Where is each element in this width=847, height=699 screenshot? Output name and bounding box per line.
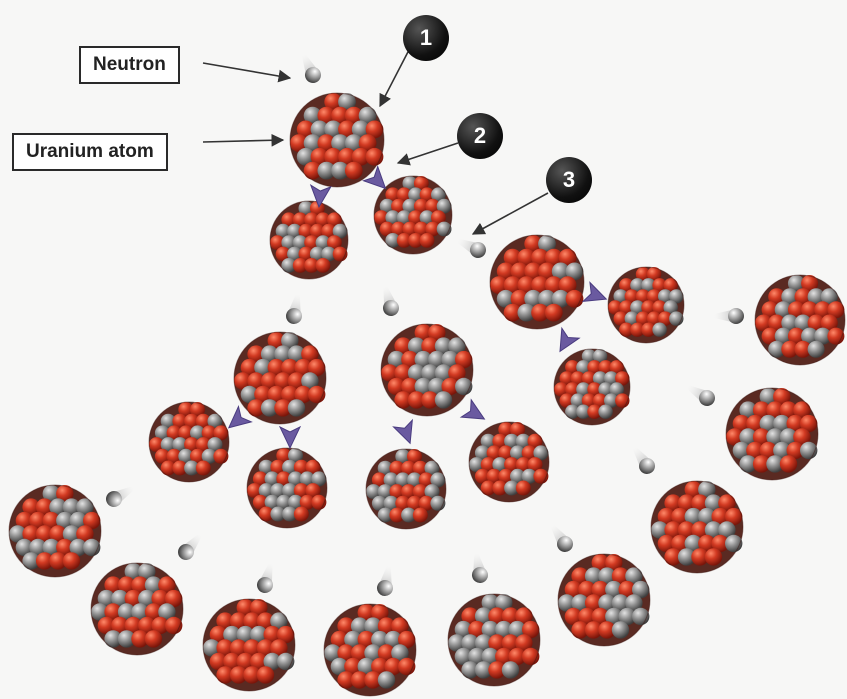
free-neutron — [285, 293, 306, 325]
uranium-nucleus — [608, 267, 684, 343]
free-neutron — [714, 308, 744, 324]
free-neutron — [378, 285, 401, 318]
callout-pointer-line — [473, 193, 548, 234]
uranium-nucleus — [91, 563, 183, 655]
fission-direction-arrow — [280, 427, 300, 448]
uranium-nucleus — [234, 332, 326, 424]
free-neutron — [255, 562, 278, 595]
uranium-nucleus — [490, 235, 584, 329]
callout-pointer-line — [380, 48, 410, 106]
free-neutron — [628, 443, 658, 477]
uranium-nucleus — [247, 448, 327, 528]
neutron-label: Neutron — [79, 46, 180, 84]
uranium-nucleus — [651, 481, 743, 573]
free-neutron — [296, 52, 323, 86]
uranium-nucleus — [381, 324, 473, 416]
callout-pointer-line — [203, 63, 290, 78]
uranium-atom-label: Uranium atom — [12, 133, 168, 171]
uranium-nucleus — [755, 275, 845, 365]
step-1-badge: 1 — [403, 15, 449, 61]
step-3-badge: 3 — [546, 157, 592, 203]
free-neutron — [468, 552, 489, 584]
uranium-nucleus — [270, 201, 348, 279]
free-neutron — [684, 380, 718, 409]
uranium-nucleus — [203, 599, 295, 691]
uranium-nucleus — [149, 402, 229, 482]
fission-direction-arrow — [551, 328, 579, 356]
uranium-nucleus — [9, 485, 101, 577]
free-neutron — [103, 481, 137, 510]
free-neutron — [455, 233, 489, 260]
uranium-nucleus — [290, 93, 384, 187]
uranium-nucleus — [554, 349, 630, 425]
free-neutron — [175, 530, 207, 563]
uranium-nucleus — [324, 604, 416, 696]
uranium-nucleus — [366, 449, 446, 529]
uranium-nucleus — [469, 422, 549, 502]
fission-direction-arrow — [394, 420, 420, 447]
callout-pointer-line — [203, 140, 283, 142]
step-2-badge: 2 — [457, 113, 503, 159]
callout-pointer-line — [398, 143, 458, 163]
uranium-nucleus — [726, 388, 818, 480]
free-neutron — [546, 521, 576, 555]
fission-direction-arrow — [583, 283, 610, 309]
fission-direction-arrow — [461, 400, 489, 428]
uranium-nucleus — [448, 594, 540, 686]
uranium-nucleus — [558, 554, 650, 646]
free-neutron — [376, 565, 397, 597]
